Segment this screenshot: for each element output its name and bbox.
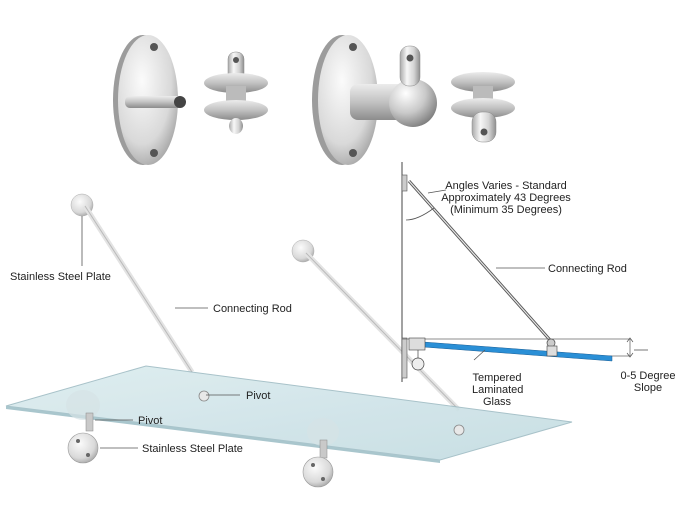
glass-line-1: Tempered <box>472 372 522 384</box>
side-glass <box>409 340 613 362</box>
slope-line-2: Slope <box>633 382 663 394</box>
glass-panel <box>5 365 573 461</box>
label-connecting-rod-main: Connecting Rod <box>213 303 292 315</box>
label-stainless-steel-plate-top: Stainless Steel Plate <box>10 271 111 283</box>
product-plate-with-pin <box>113 35 186 165</box>
canopy-assembly <box>5 193 573 488</box>
product-pivot-clamp-large <box>451 72 515 143</box>
product-plate-with-ball <box>312 35 437 165</box>
leader-lines-left <box>81 216 240 449</box>
label-pivot-bottom: Pivot <box>138 415 163 427</box>
wall-plate-bottom-left <box>67 432 99 464</box>
leader-lines-right <box>427 189 648 361</box>
label-connecting-rod-side: Connecting Rod <box>548 263 627 275</box>
label-stainless-steel-plate-bottom: Stainless Steel Plate <box>142 443 243 455</box>
product-pivot-clamp-small <box>204 51 268 134</box>
label-glass: Tempered Laminated Glass <box>472 372 524 408</box>
side-elevation <box>401 162 634 382</box>
label-angle-note: Angles Varies - Standard Approximately 4… <box>436 180 576 216</box>
label-slope: 0-5 Degree Slope <box>620 370 676 394</box>
label-pivot-top: Pivot <box>246 390 271 402</box>
slope-line-1: 0-5 Degree <box>620 370 676 382</box>
angle-note-line-1: Angles Varies - Standard <box>445 180 567 192</box>
glass-line-2: Laminated <box>472 384 524 396</box>
angle-note-line-3: (Minimum 35 Degrees) <box>450 204 562 216</box>
wall-plate-bottom-right <box>302 456 334 488</box>
glass-line-3: Glass <box>482 396 512 408</box>
angle-note-line-2: Approximately 43 Degrees <box>441 192 571 204</box>
